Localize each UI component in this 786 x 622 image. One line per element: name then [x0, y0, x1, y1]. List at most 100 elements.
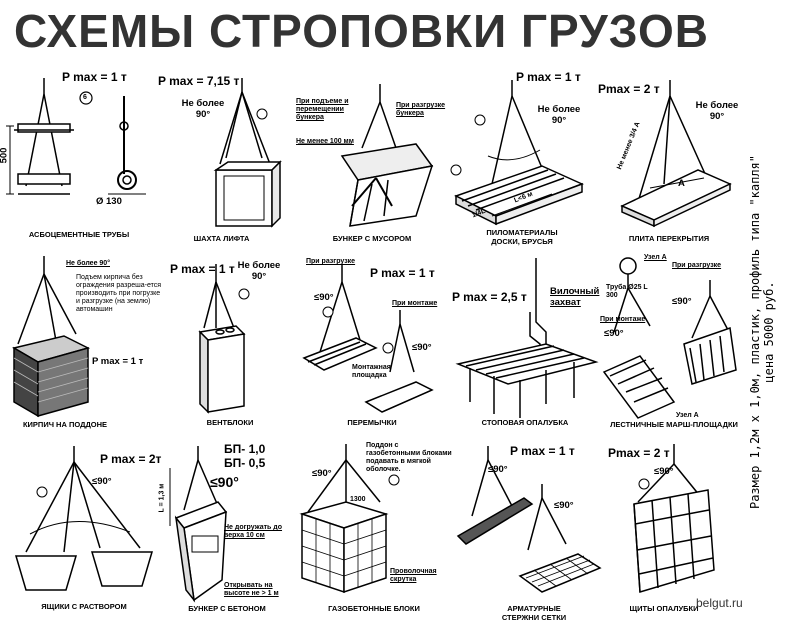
- scheme-caption: Газобетонные блоки: [328, 604, 420, 613]
- angle-label: ≤90°: [92, 476, 112, 487]
- price-note: Размер 1,2м х 1,0м, пластик, профиль тип…: [748, 52, 776, 612]
- scheme-caption: Бункер с бетоном: [188, 604, 266, 613]
- scheme-lumber: P max = 1 т Не более 90° L<6 м 1/4L Пило…: [450, 66, 592, 246]
- tube-note: Труба Ø25 L 300: [606, 284, 648, 299]
- aerated-note: Поддон с газобетонными блоками подавать …: [366, 442, 452, 473]
- mount-note: При монтаже: [392, 300, 438, 307]
- scheme-caption: Арматурные стержни сетки: [501, 604, 567, 622]
- scheme-aerated-blocks: Поддон с газобетонными блоками подавать …: [294, 440, 454, 616]
- bunker-capacity-1: БП- 1,0: [224, 442, 266, 456]
- load-label: P max = 7,15 т: [158, 74, 240, 88]
- stair-flights-drawing: [602, 257, 737, 419]
- bunker-capacity-2: БП- 0,5: [224, 456, 266, 470]
- brick-note: Подъем кирпича без ограждения разреша-ет…: [76, 274, 162, 313]
- vent-blocks-drawing: [198, 264, 250, 414]
- mount-note: При монтаже: [600, 316, 646, 323]
- load-label: P max = 2т: [100, 452, 162, 466]
- min-gap-note: Не менее 100 мм: [296, 138, 354, 145]
- load-label: P max = 1 т: [62, 70, 127, 84]
- scheme-floor-slab: Pmax = 2 т Не более 90° Не менее 3/4 А А…: [594, 66, 744, 246]
- lumber-drawing: [450, 80, 584, 226]
- scheme-caption: Асбоцементные трубы: [28, 230, 130, 239]
- angle-label: Не более 90°: [695, 100, 739, 122]
- size-dimension: 1300: [350, 496, 366, 503]
- angle-label-2: ≤90°: [412, 342, 432, 353]
- table-formwork-drawing: [455, 258, 599, 418]
- elevator-shaft-drawing: [213, 78, 282, 228]
- unload-note: При разгрузке: [306, 258, 356, 265]
- angle-label-2: ≤90°: [604, 328, 624, 339]
- bricks-pallet-drawing: [12, 256, 91, 418]
- scheme-caption: Пиломатериалы доски, брусья: [486, 228, 558, 246]
- scheme-caption: Шахта лифта: [193, 234, 250, 243]
- angle-label: Не более 90°: [66, 260, 110, 267]
- scheme-asbestos-pipes: P max = 1 т 6 500 Ø 130 Асбоцементные тр…: [0, 66, 154, 246]
- scheme-table-formwork: P max = 2,5 т Вилочный захват Стоповая о…: [450, 252, 600, 432]
- scheme-elevator-shaft: P max = 7,15 т Не более 90° Шахта лифта: [154, 66, 289, 246]
- angle-label: Не более 90°: [237, 260, 281, 282]
- scheme-caption: Стоповая опалубка: [481, 418, 569, 427]
- angle-label: ≤90°: [210, 474, 239, 490]
- aerated-blocks-drawing: [299, 444, 400, 594]
- load-label: P max = 1 т: [510, 444, 575, 458]
- load-label: P max = 1 т: [516, 70, 581, 84]
- load-label: P max = 1 т: [92, 356, 144, 367]
- scheme-caption: Лестничные марш-площадки: [610, 420, 738, 429]
- angle-label: Не более 90°: [537, 104, 581, 126]
- scheme-caption: Кирпич на поддоне: [22, 420, 108, 429]
- price-note-line1: Размер 1,2м х 1,0м, пластик, профиль тип…: [748, 155, 762, 510]
- fork-note: Вилочный захват: [550, 286, 600, 308]
- lift-note: При подъеме и перемещении бункера: [296, 98, 349, 121]
- length-dimension: L = 1,3 м: [158, 483, 166, 513]
- price-note-line2: цена 5000 руб.: [762, 281, 776, 383]
- angle-label-1: ≤90°: [488, 464, 508, 475]
- a-dimension: А: [678, 178, 685, 189]
- scheme-vent-blocks: P max = 1 т Не более 90° Вентблоки: [170, 252, 290, 432]
- area-note: Монтажная площадка: [352, 364, 391, 379]
- scheme-concrete-bunker: БП- 1,0 БП- 0,5 ≤90° L = 1,3 м Не догруж…: [158, 440, 290, 616]
- load-label: P max = 1 т: [170, 262, 235, 276]
- diameter-dimension: Ø 130: [96, 196, 122, 207]
- load-label: P max = 2,5 т: [452, 290, 527, 304]
- scheme-bricks-pallet: Не более 90° Подъем кирпича без огражден…: [4, 252, 166, 432]
- scheme-mortar-boxes: P max = 2т ≤90° Ящики с раствором: [4, 440, 164, 616]
- load-label: P max = 1 т: [370, 266, 435, 280]
- load-label: Pmax = 2 т: [598, 82, 660, 96]
- height-dimension: 500: [0, 147, 10, 164]
- scheme-caption: Плита перекрытия: [628, 234, 710, 243]
- watermark: belgut.ru: [696, 596, 743, 610]
- scheme-caption: Перемычки: [347, 418, 397, 427]
- load-label: Pmax = 2 т: [608, 446, 670, 460]
- node-label: Узел А: [644, 254, 667, 261]
- scheme-caption: Щиты опалубки: [629, 604, 699, 613]
- scheme-bunker-debris: При подъеме и перемещении бункера При ра…: [292, 66, 452, 246]
- rebar-mesh-drawing: [456, 446, 602, 593]
- unload-note: При разгрузке: [672, 262, 722, 269]
- scheme-caption: Ящики с раствором: [41, 602, 127, 611]
- bunker-debris-drawing: [298, 84, 434, 227]
- angle-label: Не более 90°: [181, 98, 225, 120]
- angle-label-2: ≤90°: [554, 500, 574, 511]
- angle-label-1: ≤90°: [672, 296, 692, 307]
- scheme-rebar-mesh: P max = 1 т ≤90° ≤90° Арматурные стержни…: [454, 440, 604, 622]
- fill-note: Не догружать до верха 10 см: [224, 524, 283, 539]
- lintels-drawing: [302, 264, 434, 413]
- asbestos-pipes-drawing: [6, 78, 146, 195]
- scheme-formwork-panels: Pmax = 2 т ≤90° Щиты опалубки: [604, 440, 724, 616]
- wire-note: Проволочная скрутка: [390, 568, 437, 583]
- angle-label-1: ≤90°: [314, 292, 334, 303]
- scheme-lintels: При разгрузке P max = 1 т ≤90° При монта…: [296, 252, 448, 432]
- page-title: СХЕМЫ СТРОПОВКИ ГРУЗОВ: [14, 5, 709, 57]
- angle-label: ≤90°: [312, 468, 332, 479]
- scheme-caption: Вентблоки: [206, 418, 254, 427]
- unload-note: При разгрузке бункера: [396, 102, 446, 117]
- open-note: Открывать на высоте не > 1 м: [224, 582, 279, 597]
- mortar-boxes-drawing: [14, 446, 154, 591]
- marker-label: 6: [83, 94, 87, 101]
- floor-slab-drawing: [620, 80, 732, 228]
- angle-label: ≤90°: [654, 466, 674, 477]
- scheme-caption: Бункер с мусором: [332, 234, 412, 243]
- formwork-panels-drawing: [633, 444, 715, 593]
- node-label-bottom: Узел А: [676, 412, 699, 419]
- scheme-stair-flights: Узел А При разгрузке Труба Ø25 L 300 ≤90…: [600, 252, 748, 432]
